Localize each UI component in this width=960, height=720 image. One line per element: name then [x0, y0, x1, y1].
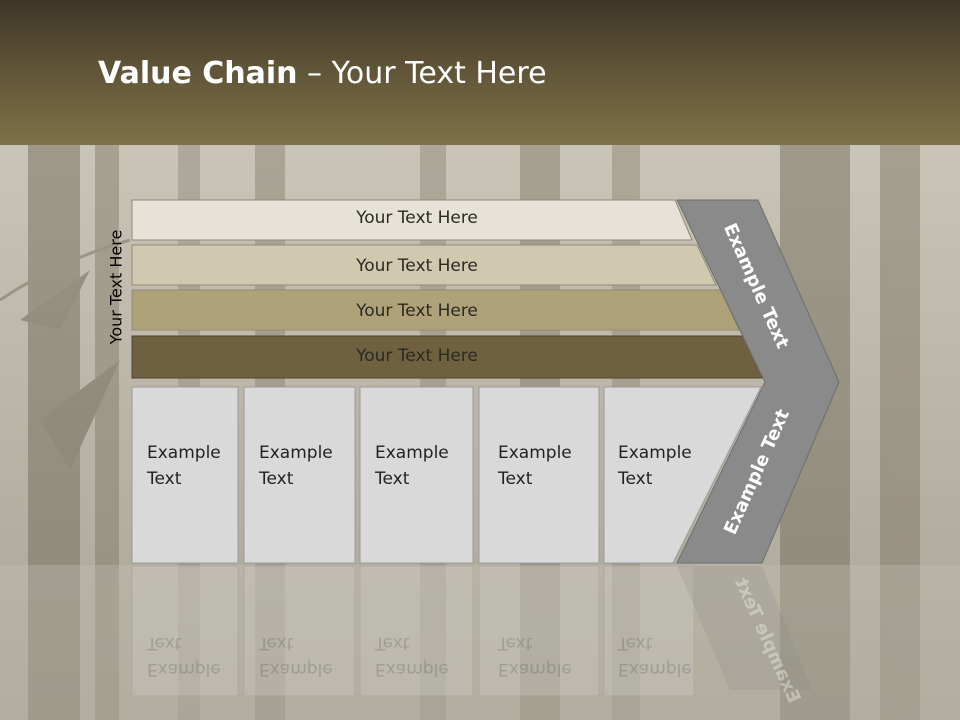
- bar-label-4: Your Text Here: [356, 346, 478, 366]
- column-reflection-4: Example Text: [498, 630, 598, 682]
- column-text-4-line1: Example: [498, 443, 572, 463]
- bar-label-3: Your Text Here: [356, 301, 478, 321]
- column-text-5-line1: Example: [618, 443, 692, 463]
- bar-shape-3: [131, 289, 740, 331]
- column-reflection-5: Example Text: [618, 630, 718, 682]
- chevron-reflection: [677, 566, 812, 690]
- title-rest: – Your Text Here: [297, 56, 547, 91]
- column-text-5-line2: Text: [618, 469, 653, 489]
- column-reflection-5-line1: Example: [618, 659, 692, 679]
- column-box-1: [131, 386, 239, 564]
- column-text-3: Example Text: [375, 440, 475, 492]
- column-reflection-2: Example Text: [259, 630, 359, 682]
- column-reflection-3: Example Text: [375, 630, 475, 682]
- slide-title: Value Chain – Your Text Here: [98, 56, 547, 91]
- column-text-1-line2: Text: [147, 469, 182, 489]
- column-reflection-3-line1: Example: [375, 659, 449, 679]
- bar-label-2: Your Text Here: [356, 256, 478, 276]
- column-text-4-line2: Text: [498, 469, 533, 489]
- column-reflection-2-line2: Text: [259, 633, 294, 653]
- header-banner: Value Chain – Your Text Here: [0, 0, 960, 145]
- bar-label-1: Your Text Here: [356, 208, 478, 228]
- column-box-5: [603, 386, 762, 564]
- bar-shape-1: [131, 199, 693, 241]
- column-reflection-1-line1: Example: [147, 659, 221, 679]
- chevron-shape: [676, 199, 840, 564]
- column-reflection-4-line2: Text: [498, 633, 533, 653]
- column-text-3-line2: Text: [375, 469, 410, 489]
- column-reflection-4-line1: Example: [498, 659, 572, 679]
- title-bold: Value Chain: [98, 56, 298, 91]
- column-reflection-3-line2: Text: [375, 633, 410, 653]
- column-reflection-1: Example Text: [147, 630, 247, 682]
- column-reflection-5-line2: Text: [618, 633, 653, 653]
- bar-shape-2: [131, 244, 717, 286]
- column-text-4: Example Text: [498, 440, 598, 492]
- column-text-3-line1: Example: [375, 443, 449, 463]
- column-box-4: [478, 386, 600, 564]
- column-reflection-1-line2: Text: [147, 633, 182, 653]
- column-text-5: Example Text: [618, 440, 718, 492]
- column-reflection-2-line1: Example: [259, 659, 333, 679]
- side-label: Your Text Here: [106, 229, 126, 345]
- column-text-2: Example Text: [259, 440, 359, 492]
- column-text-2-line1: Example: [259, 443, 333, 463]
- column-text-2-line2: Text: [259, 469, 294, 489]
- column-text-1: Example Text: [147, 440, 247, 492]
- column-text-1-line1: Example: [147, 443, 221, 463]
- column-box-2: [243, 386, 356, 564]
- column-box-3: [359, 386, 474, 564]
